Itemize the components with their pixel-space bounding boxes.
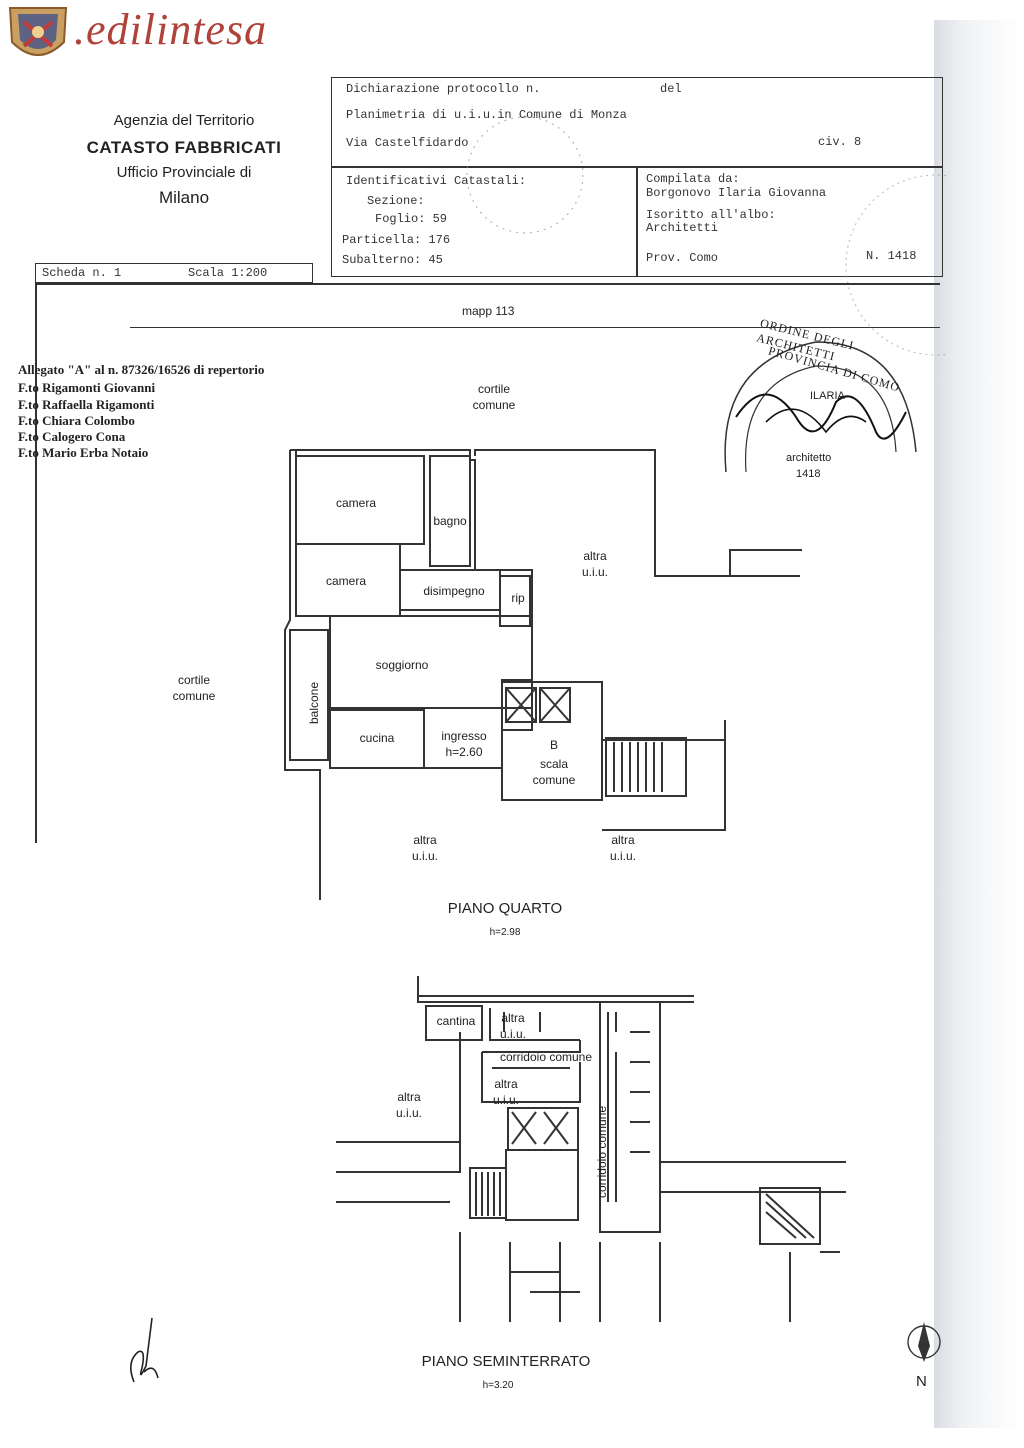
planimetria: Planimetria di u.i.u.in Comune di Monza (346, 108, 627, 122)
dichiarazione: Dichiarazione protocollo n. (346, 82, 541, 96)
room-bagno: bagno (433, 514, 467, 528)
signature-5: F.to Mario Erba Notaio (18, 445, 149, 460)
signature-1: F.to Rigamonti Giovanni (18, 380, 156, 395)
signature-2: F.to Raffaella Rigamonti (18, 397, 155, 412)
frame-left (35, 283, 37, 843)
del: del (660, 82, 682, 96)
foglio: Foglio: 59 (375, 212, 448, 226)
mapp-line (130, 327, 940, 329)
compilatore: Borgonovo Ilaria Giovanna (646, 186, 827, 200)
identificativi: Identificativi Catastali: (346, 174, 527, 188)
ingresso-height: h=2.60 (445, 745, 483, 759)
north-label: N (916, 1373, 927, 1390)
piano-quarto-plan (284, 449, 802, 900)
stamp-architetto: architetto (786, 452, 832, 464)
piano-seminterrato-plan (336, 976, 846, 1322)
altra-bl-l2: u.i.u. (411, 849, 438, 863)
scheda: Scheda n. 1 (42, 266, 122, 280)
cortile-left-l2: comune (172, 689, 216, 703)
altra-br-l2: u.i.u. (609, 849, 636, 863)
cortile-top: cortile comune (462, 381, 526, 413)
logo-text: .edilintesa (74, 5, 268, 54)
agency-line4: Milano (158, 188, 210, 207)
civ: civ. 8 (818, 135, 862, 149)
altra-bottom-left: altra u.i.u. (400, 832, 450, 864)
scala-comune-l2: comune (532, 773, 576, 787)
cortile-top-l1: cortile (477, 382, 510, 396)
stamp-numero: 1418 (796, 468, 821, 480)
altra-right: altra u.i.u. (570, 548, 620, 580)
room-ingresso: ingresso h=2.60 (432, 728, 496, 760)
sem-altra-mid-l2: u.i.u. (492, 1093, 519, 1107)
altra-br-l1: altra (611, 833, 635, 847)
sem-corridoio-v: corridoio comune (595, 1105, 609, 1199)
sem-altra-top-l2: u.i.u. (499, 1027, 526, 1041)
room-soggiorno: soggiorno (375, 658, 429, 672)
room-rip: rip (511, 591, 525, 605)
piano-seminterrato-title: PIANO SEMINTERRATO (421, 1353, 591, 1370)
altra-bl-l1: altra (413, 833, 437, 847)
architect-stamp: ORDINE DEGLI ARCHITETTI PROVINCIA DI COM… (706, 316, 926, 502)
scala: Scala 1:200 (188, 266, 268, 280)
sem-altra-top: altra u.i.u. (488, 1010, 538, 1042)
sem-altra-mid: altra u.i.u. (484, 1076, 528, 1108)
sem-altra-mid-l1: altra (494, 1077, 518, 1091)
sem-cantina: cantina (436, 1014, 476, 1028)
cortile-left: cortile comune (162, 672, 226, 704)
agency-line2: CATASTO FABBRICATI (86, 138, 282, 157)
piano-quarto-title: PIANO QUARTO (447, 900, 563, 917)
compilata: Compilata da: (646, 172, 740, 186)
room-cucina: cucina (359, 731, 395, 745)
ingresso-label: ingresso (441, 729, 487, 743)
altra-right-l2: u.i.u. (581, 565, 608, 579)
piano-seminterrato-h: h=3.20 (482, 1380, 514, 1391)
header-box (331, 77, 943, 277)
allegato-line: Allegato "A" al n. 87326/16526 di repert… (18, 362, 265, 377)
room-balcone: balcone (307, 681, 321, 725)
scan-edge (934, 20, 1024, 1428)
albo: Architetti (646, 221, 719, 235)
prov: Prov. Como (646, 251, 719, 265)
crest-icon (8, 7, 68, 56)
sem-altra-left-l2: u.i.u. (395, 1106, 422, 1120)
agency-line1: Agenzia del Territorio (113, 112, 255, 129)
sem-corridoio-h: corridoio comune (499, 1050, 593, 1064)
sem-altra-left: altra u.i.u. (384, 1089, 434, 1121)
stamp-ring-icon (724, 341, 917, 473)
altra-right-l1: altra (583, 549, 607, 563)
room-camera-2: camera (325, 574, 366, 588)
scala-comune-l1: scala (539, 757, 568, 771)
scala-comune: scala comune (526, 756, 582, 788)
piano-quarto-h: h=2.98 (489, 927, 521, 938)
logo: .edilintesa (4, 2, 344, 68)
header-vdivider (636, 166, 638, 276)
sem-altra-top-l1: altra (501, 1011, 525, 1025)
room-disimpegno: disimpegno (423, 584, 485, 598)
room-camera-1: camera (335, 496, 376, 510)
particella: Particella: 176 (342, 233, 451, 247)
initials-signature-icon (130, 1317, 159, 1383)
faint-stamp-right-icon (845, 174, 946, 356)
agency-line3: Ufficio Provinciale di (116, 164, 252, 181)
iscritto: Isoritto all'albo: (646, 208, 776, 222)
via: Via Castelfidardo (346, 136, 469, 150)
stamp-ilaria: ILARIA (810, 390, 845, 402)
altra-bottom-right: altra u.i.u. (598, 832, 648, 864)
sem-altra-left-l1: altra (397, 1090, 421, 1104)
north-arrow-icon (907, 1322, 941, 1362)
cortile-top-l2: comune (472, 398, 516, 412)
numero: N. 1418 (866, 249, 917, 263)
scheda-box (35, 263, 313, 283)
scala-b: B (549, 738, 558, 752)
sezione: Sezione: (367, 194, 425, 208)
signature-4: F.to Calogero Cona (18, 429, 126, 444)
frame-top (35, 283, 940, 285)
mapp: mapp 113 (462, 304, 515, 318)
faint-stamp-icon (466, 116, 584, 234)
signature-3: F.to Chiara Colombo (18, 413, 135, 428)
cortile-left-l1: cortile (177, 673, 210, 687)
subalterno: Subalterno: 45 (342, 253, 443, 267)
